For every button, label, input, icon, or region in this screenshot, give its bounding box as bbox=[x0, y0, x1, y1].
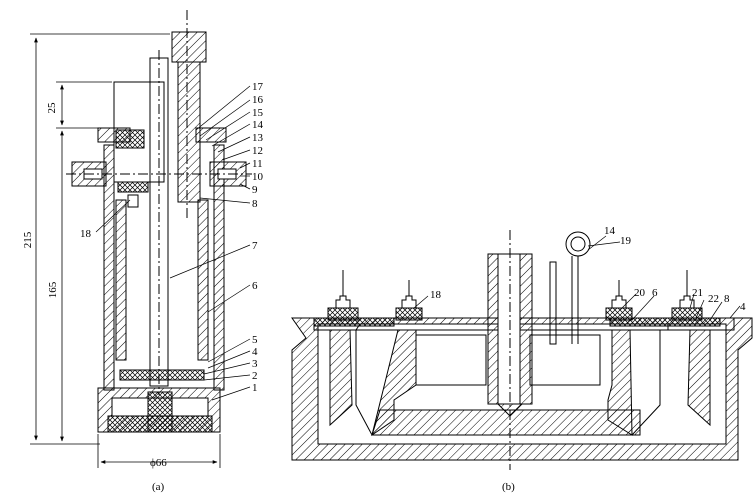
panel-a-dimension-lines bbox=[30, 33, 221, 468]
label-b-4: 4 bbox=[740, 301, 746, 313]
panel-b-drawing bbox=[291, 230, 753, 470]
label-13: 13 bbox=[252, 132, 264, 144]
dim-66: ϕ66 bbox=[150, 457, 167, 469]
caption-b: (b) bbox=[502, 481, 515, 493]
label-9: 9 bbox=[252, 184, 258, 196]
label-b-21: 21 bbox=[692, 287, 703, 299]
label-b-22: 22 bbox=[708, 293, 719, 305]
label-8: 8 bbox=[252, 198, 258, 210]
label-15: 15 bbox=[252, 107, 264, 119]
label-18: 18 bbox=[80, 228, 92, 240]
label-b-14: 14 bbox=[604, 225, 616, 237]
label-b-8: 8 bbox=[724, 293, 730, 305]
label-16: 16 bbox=[252, 94, 264, 106]
label-b-20: 20 bbox=[634, 287, 646, 299]
dim-25: 25 bbox=[46, 102, 58, 114]
caption-a: (a) bbox=[152, 481, 165, 493]
label-2: 2 bbox=[252, 370, 258, 382]
label-11: 11 bbox=[252, 158, 263, 170]
label-5: 5 bbox=[252, 334, 258, 346]
panel-b-leader-lines bbox=[413, 235, 741, 321]
label-1: 1 bbox=[252, 382, 258, 394]
label-b-19: 19 bbox=[620, 235, 632, 247]
label-10: 10 bbox=[252, 171, 264, 183]
panel-a-drawing bbox=[66, 10, 252, 433]
label-6: 6 bbox=[252, 280, 258, 292]
dim-215: 215 bbox=[22, 231, 34, 248]
label-b-18: 18 bbox=[430, 289, 442, 301]
label-7: 7 bbox=[252, 240, 258, 252]
label-4: 4 bbox=[252, 346, 258, 358]
label-14: 14 bbox=[252, 119, 264, 131]
label-17: 17 bbox=[252, 81, 264, 93]
dim-165: 165 bbox=[47, 281, 59, 298]
label-b-6: 6 bbox=[652, 287, 658, 299]
panel-b-labels: 18 14 19 20 6 21 22 8 4 (b) bbox=[430, 225, 746, 493]
label-12: 12 bbox=[252, 145, 263, 157]
panel-a-labels: 25 215 165 ϕ66 17 16 15 14 13 12 11 10 9… bbox=[22, 81, 264, 493]
panel-a-leader-lines bbox=[95, 85, 251, 401]
label-3: 3 bbox=[252, 358, 258, 370]
